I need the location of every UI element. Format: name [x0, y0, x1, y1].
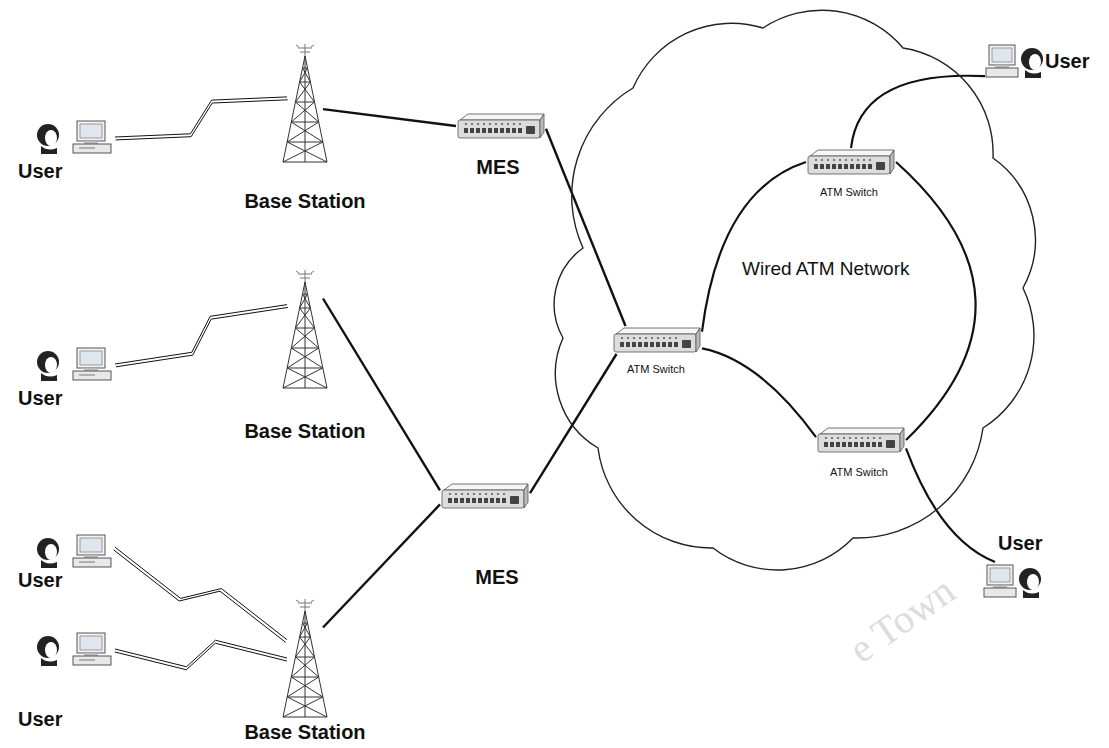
wired-link — [702, 162, 806, 332]
switch-label: ATM Switch — [627, 363, 685, 375]
network-label: Wired ATM Network — [742, 258, 910, 279]
user-terminal: User — [35, 118, 115, 156]
label-holder: User — [18, 569, 62, 592]
wireless-link — [115, 305, 288, 367]
station-label: Base Station — [244, 190, 365, 212]
label-holder: User — [18, 708, 62, 731]
label-holder: ATM Switch — [830, 462, 888, 480]
wired-link — [323, 299, 440, 491]
base-station-tower: Base Station — [287, 268, 323, 390]
wired-link — [851, 76, 985, 148]
user-terminal: User — [983, 562, 1043, 600]
label-holder: ATM Switch — [627, 359, 685, 377]
label-holder: User — [1045, 50, 1089, 73]
wired-link — [323, 504, 440, 627]
label-holder: MES — [476, 156, 519, 179]
label-holder: ATM Switch — [820, 182, 878, 200]
atm-network-cloud: Wired ATM NetworkATM SwitchATM SwitchATM… — [553, 8, 1048, 560]
wireless-link — [115, 97, 288, 140]
watermark-text: e Town — [840, 567, 963, 673]
base-station-tower: Base Station — [287, 42, 323, 164]
wired-link — [323, 109, 456, 126]
user-terminal: User — [35, 532, 115, 570]
switch-label: ATM Switch — [830, 466, 888, 478]
cloud-shape — [554, 10, 1035, 570]
mes-label: MES — [476, 156, 519, 178]
user-terminal: User — [35, 345, 115, 383]
label-holder: MES — [475, 566, 518, 589]
label-holder: User — [18, 387, 62, 410]
user-label: User — [998, 532, 1042, 554]
label-holder: Wired ATM Network — [742, 258, 910, 280]
mes-switch: MES — [440, 482, 530, 510]
station-label: Base Station — [244, 721, 365, 743]
user-label: User — [1045, 50, 1089, 72]
user-terminal: User — [985, 42, 1045, 80]
wired-link — [702, 348, 816, 437]
base-station-tower: Base Station — [287, 597, 323, 719]
user-label: User — [18, 387, 62, 409]
atm-switch: ATM Switch — [816, 426, 906, 454]
wireless-link — [114, 547, 287, 642]
user-label: User — [18, 708, 62, 730]
cloud-outline — [553, 8, 1048, 560]
wired-link — [896, 162, 976, 440]
label-holder: User — [18, 160, 62, 183]
switch-label: ATM Switch — [820, 186, 878, 198]
wired-link — [906, 448, 995, 562]
user-label: User — [18, 160, 62, 182]
label-holder: User — [998, 532, 1042, 555]
mes-switch: MES — [456, 112, 546, 140]
atm-switch: ATM Switch — [806, 148, 896, 176]
user-label: User — [18, 569, 62, 591]
atm-switch: ATM Switch — [612, 326, 702, 354]
label-holder: Base Station — [244, 190, 365, 213]
wired-link — [546, 129, 626, 326]
wireless-link — [115, 640, 287, 670]
label-holder: Base Station — [244, 721, 365, 744]
station-label: Base Station — [244, 420, 365, 442]
label-holder: Base Station — [244, 420, 365, 443]
mes-label: MES — [475, 566, 518, 588]
user-terminal: User — [35, 630, 115, 668]
